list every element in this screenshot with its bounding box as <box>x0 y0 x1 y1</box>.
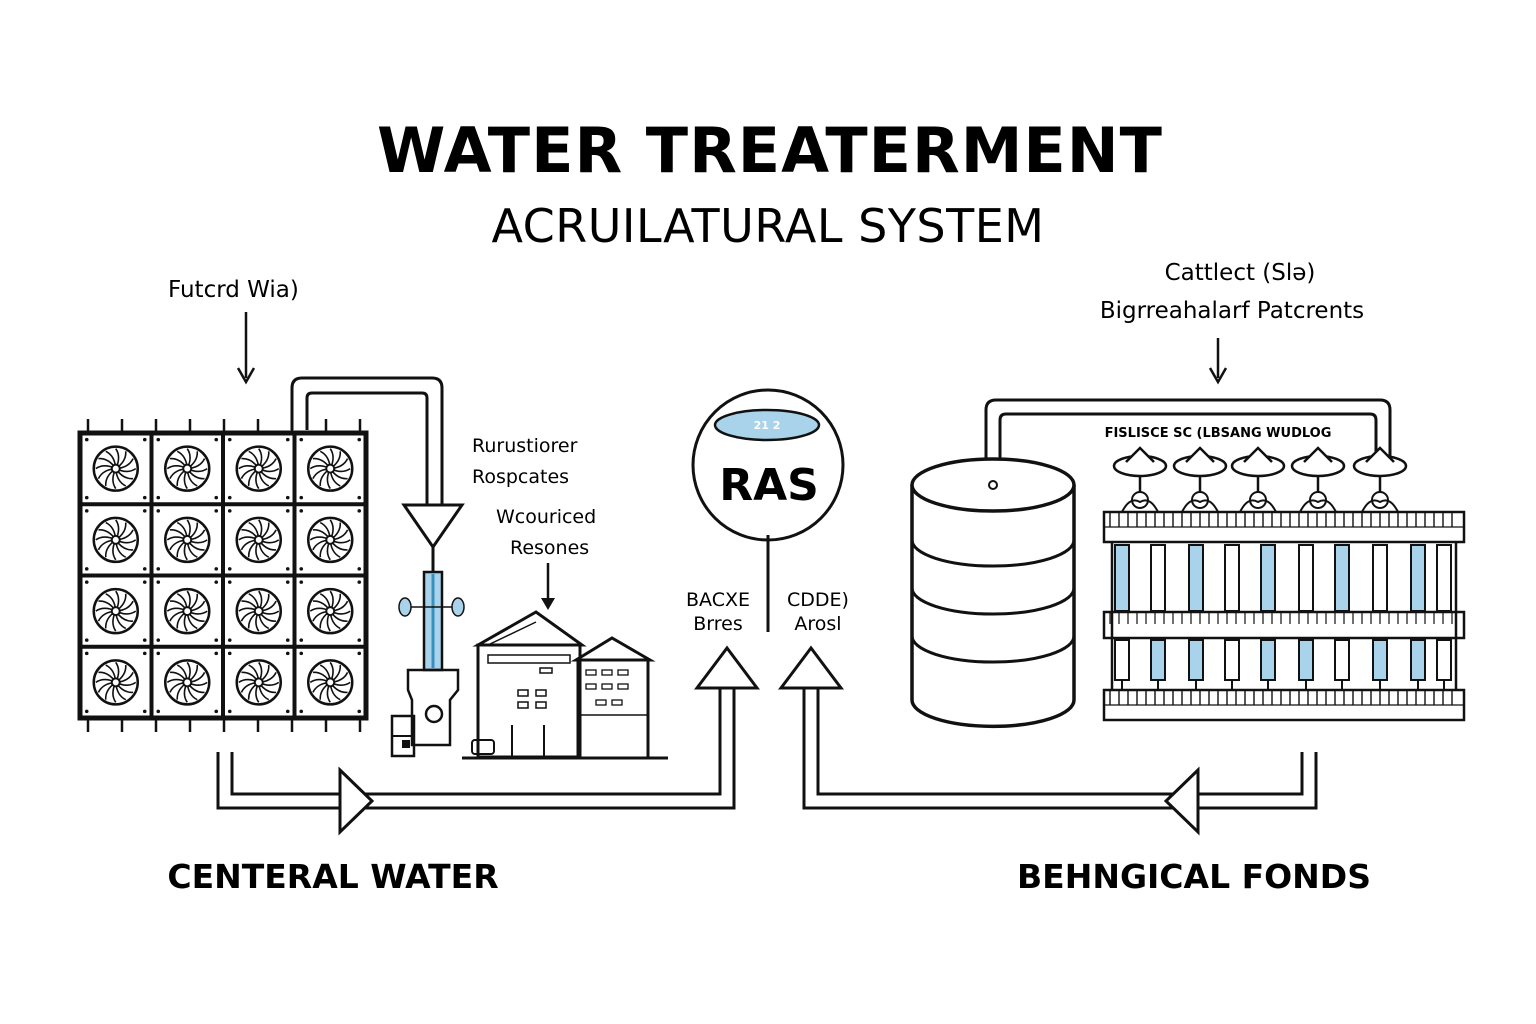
storage-tank-icon <box>910 457 1076 729</box>
tube-icon <box>1224 544 1240 690</box>
funnel-icon <box>401 503 465 572</box>
right-flow-line <box>778 645 1318 836</box>
tube-icon <box>1150 544 1166 690</box>
back-label-line2: Brres <box>693 613 743 635</box>
left-flow-line <box>216 645 760 836</box>
treatment-building-icon <box>462 610 668 760</box>
resource-down-arrow-icon <box>541 563 555 610</box>
input-left-label: Futcrd Wia) <box>168 277 299 303</box>
rack-header-label: FISLISCE SC (LBSANG WUDLOG <box>1105 426 1332 441</box>
valve-icon <box>1352 446 1408 513</box>
tube-icon <box>1334 544 1350 690</box>
code-label-line1: CDDE) <box>787 589 849 611</box>
fan-grid-icon <box>77 419 369 732</box>
tube-icon <box>1188 544 1204 690</box>
fan-icon <box>227 437 290 500</box>
valve-icon <box>1112 446 1168 513</box>
reactor-label-line1: Rurustiorer <box>472 435 578 457</box>
fan-icon <box>156 651 219 714</box>
fan-icon <box>299 580 362 642</box>
fan-icon <box>299 509 362 571</box>
ras-tag: 21 2 <box>754 419 781 432</box>
inlet-pipe <box>290 376 444 505</box>
bottom-left-label: CENTERAL WATER <box>167 857 498 896</box>
resource-label-line2: Resones <box>510 537 589 559</box>
resource-label-line1: Wcouriced <box>496 506 596 528</box>
tube-icon <box>1260 544 1276 690</box>
tube-icon <box>1298 544 1314 690</box>
ras-label: RAS <box>719 460 819 511</box>
tank-rack-icon <box>1102 446 1466 722</box>
water-column <box>398 570 465 672</box>
pump-icon <box>390 668 460 758</box>
ras-badge-icon <box>691 388 845 632</box>
fan-icon <box>227 509 290 571</box>
fan-icon <box>84 437 147 500</box>
bottom-right-label: BEHNGICAL FONDS <box>1017 857 1371 896</box>
reactor-label-line2: Rospcates <box>472 466 569 488</box>
fan-icon <box>84 651 147 714</box>
fan-icon <box>156 580 219 642</box>
code-label-line2: Arosl <box>794 613 841 635</box>
fan-icon <box>299 651 362 714</box>
fan-icon <box>227 651 290 714</box>
outlet-pipe <box>984 398 1392 480</box>
tube-icon <box>1114 544 1130 690</box>
fan-icon <box>227 580 290 642</box>
page-title: WATER TREATERMENT <box>377 114 1163 187</box>
input-down-arrow-icon <box>236 312 256 385</box>
fan-icon <box>84 509 147 571</box>
valve-icon <box>1172 446 1228 513</box>
tube-icon <box>1436 544 1452 690</box>
back-label-line1: BACXE <box>686 589 750 611</box>
fan-icon <box>84 580 147 642</box>
fan-icon <box>156 509 219 571</box>
fan-icon <box>299 437 362 500</box>
tube-icon <box>1410 544 1426 690</box>
tube-icon <box>1372 544 1388 690</box>
catch-label-line1: Cattlect (Slə) <box>1165 260 1316 286</box>
fan-icon <box>156 437 219 500</box>
valve-icon <box>1230 446 1286 513</box>
catch-label-line2: Bigrreahalarf Patcrents <box>1100 298 1364 324</box>
catch-down-arrow-icon <box>1208 338 1228 385</box>
valve-icon <box>1290 446 1346 513</box>
page-subtitle: ACRUILATURAL SYSTEM <box>492 199 1045 253</box>
